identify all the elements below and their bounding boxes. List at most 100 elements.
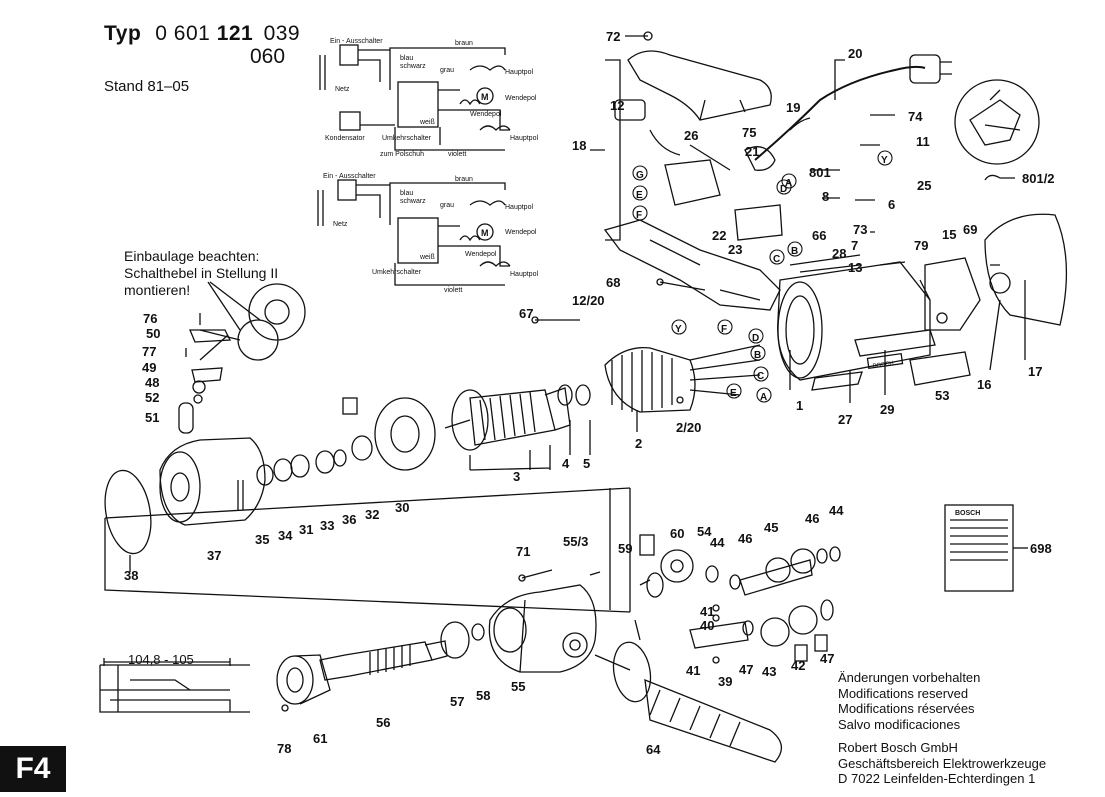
wiring-switch-label: Ein - Ausschalter	[323, 173, 376, 180]
part-number-callout: G	[636, 170, 644, 181]
part-number-callout: A	[760, 392, 767, 403]
part-number-callout: E	[636, 190, 643, 201]
part-number-callout: A	[785, 178, 792, 189]
page-code: F4	[0, 746, 66, 792]
wiring-label: Umkehrschalter	[372, 269, 422, 276]
callout-circle	[787, 241, 803, 257]
part-number-callout: 43	[762, 664, 776, 679]
wiring-label: violett	[448, 151, 466, 158]
dimension-label: 104,8 - 105	[128, 652, 194, 667]
callout-circle	[632, 165, 648, 181]
wiring-label: grau	[440, 202, 454, 209]
part-number-callout: E	[730, 388, 737, 399]
screws	[518, 31, 706, 582]
part-number-callout: 51	[145, 410, 159, 425]
callout-circle	[726, 383, 742, 399]
part-number-callout: 21	[745, 144, 759, 159]
part-number-callout: 69	[963, 222, 977, 237]
part-number-callout: 18	[572, 138, 586, 153]
part-number-callout: D	[780, 184, 787, 195]
part-number-callout: 79	[914, 238, 928, 253]
housing-brand-label: BOSCH	[872, 361, 894, 370]
part-number-callout: 42	[791, 658, 805, 673]
type-number-c: 039	[263, 22, 301, 45]
wiring-label: Hauptpol	[510, 271, 538, 278]
part-number-callout: 32	[365, 507, 379, 522]
wiring-label: violett	[444, 287, 462, 294]
part-number-callout: 698	[1030, 541, 1052, 556]
part-number-callout: 68	[606, 275, 620, 290]
part-number-callout: 75	[742, 125, 756, 140]
callout-circle	[769, 249, 785, 265]
part-number-callout: 57	[450, 694, 464, 709]
part-number-callout: 8	[822, 189, 829, 204]
part-number-callout: 15	[942, 227, 956, 242]
spindle	[276, 621, 485, 712]
footer-line: Modifications reserved	[838, 685, 969, 701]
rear-handle	[627, 50, 772, 121]
part-number-callout: 54	[697, 524, 712, 539]
wiring-label: schwarz	[400, 63, 426, 70]
part-number-callout: 36	[342, 512, 356, 527]
wiring-label: grau	[440, 67, 454, 74]
part-number-callout: B	[791, 246, 798, 257]
wiring-label: blau	[400, 55, 413, 62]
part-number-callout: 7	[851, 238, 858, 253]
part-number-callout: 801	[809, 165, 831, 180]
part-number-callout: 46	[805, 511, 819, 526]
wiring-label: Wendepol	[465, 251, 497, 258]
note-line: montieren!	[124, 282, 191, 298]
part-number-callout: 55	[511, 679, 525, 694]
nameplates	[789, 254, 971, 391]
part-number-callout: 47	[820, 651, 834, 666]
part-number-callout: 2/20	[676, 420, 701, 435]
shift-lever	[178, 281, 306, 434]
gearbox-housing	[488, 584, 597, 673]
part-number-callout: 60	[670, 526, 684, 541]
part-number-callout: 44	[710, 535, 725, 550]
footer-notes: Änderungen vorbehalten Modifications res…	[838, 670, 1046, 787]
gear-housing	[924, 213, 1068, 331]
part-number-callout: 67	[519, 306, 533, 321]
part-number-callout: 74	[908, 109, 923, 124]
part-number-callout: 6	[888, 197, 895, 212]
part-number-callout: Y	[675, 324, 682, 335]
part-number-callout: 61	[313, 731, 327, 746]
wiring-label: Umkehrschalter	[382, 135, 432, 142]
wiring-label: schwarz	[400, 198, 426, 205]
part-number-callout: 64	[646, 742, 661, 757]
type-number-a: 0 601	[155, 22, 211, 45]
callout-circle	[748, 328, 764, 344]
part-number-callout: 59	[618, 541, 632, 556]
motor-housing: BOSCH	[777, 261, 931, 381]
variant-number: 060	[250, 45, 286, 68]
switch-assembly	[614, 99, 783, 241]
part-number-callout: 41	[686, 663, 700, 678]
wiring-label: Hauptpol	[505, 204, 533, 211]
type-number-b: 121	[216, 22, 254, 45]
part-number-callout: 2	[635, 436, 642, 451]
callout-circle	[632, 205, 648, 221]
part-number-callout: 71	[516, 544, 530, 559]
wiring-label: blau	[400, 190, 413, 197]
part-number-callout: 72	[606, 29, 620, 44]
part-number-callout: 77	[142, 344, 156, 359]
type-label: Typ	[104, 22, 142, 45]
svg-text:M: M	[481, 92, 489, 102]
part-number-callout: 40	[700, 618, 714, 633]
front-housing	[104, 437, 266, 555]
part-number-callout: 25	[917, 178, 931, 193]
footer-line: Modifications réservées	[838, 701, 975, 716]
part-number-callout: F	[721, 324, 727, 335]
wiring-label: Netz	[335, 86, 350, 93]
part-number-callout: 12	[610, 98, 624, 113]
callout-circle	[671, 319, 687, 335]
part-number-callout: 76	[143, 311, 157, 326]
callout-circle	[781, 173, 797, 189]
part-number-callout: 30	[395, 500, 409, 515]
wiring-label: Netz	[333, 221, 348, 228]
footer-gap	[838, 732, 1046, 740]
part-number-callout: 801/2	[1022, 171, 1055, 186]
